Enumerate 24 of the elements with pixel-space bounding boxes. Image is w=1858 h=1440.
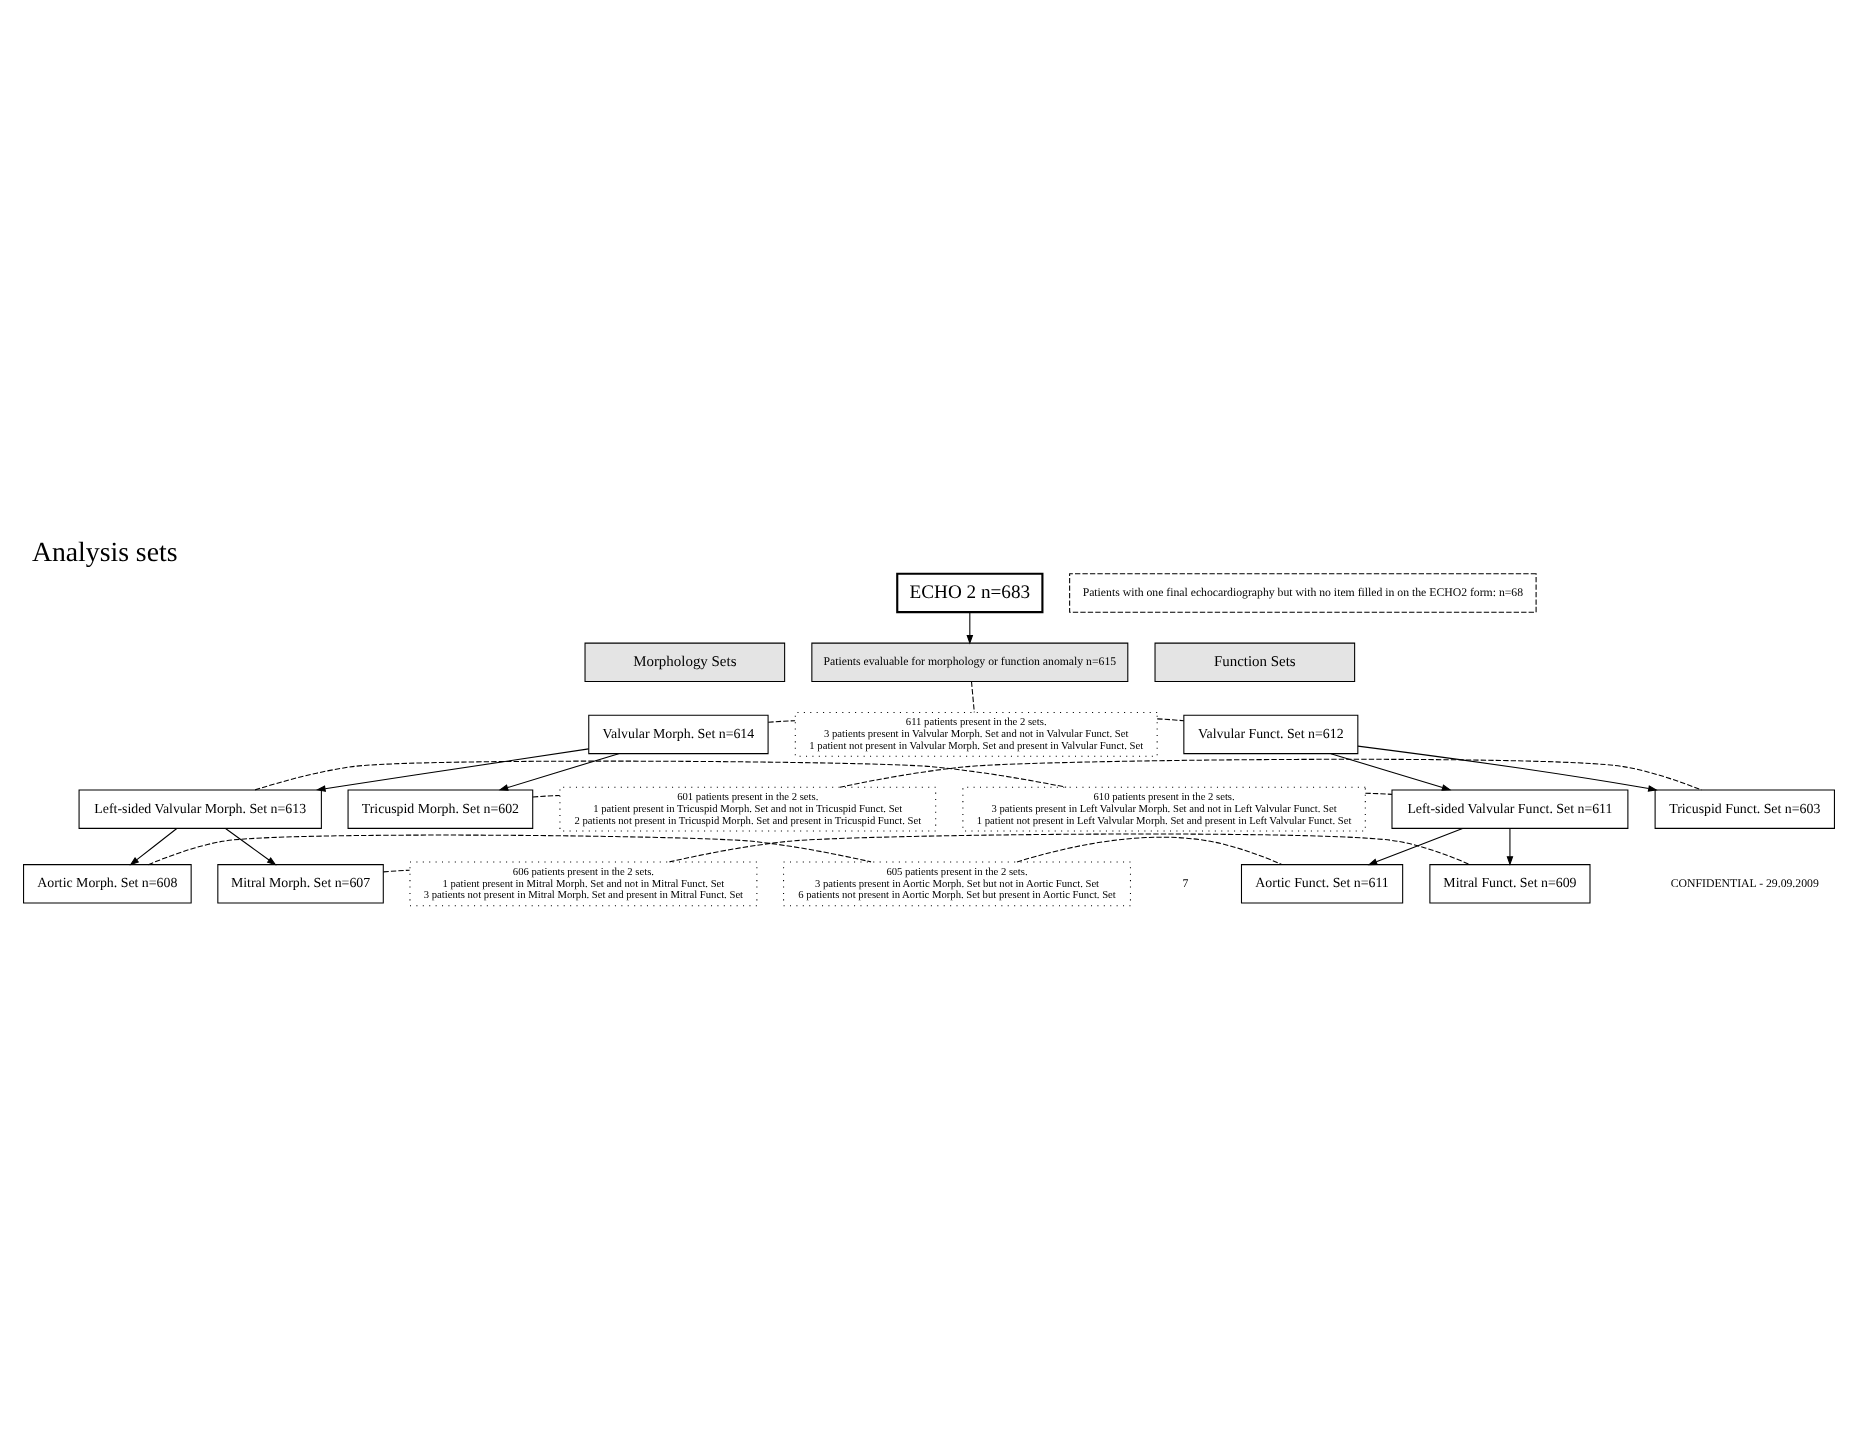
node-box: ECHO 2 n=683 <box>896 572 1044 614</box>
connector <box>767 720 796 723</box>
connector <box>1016 836 1283 865</box>
arrow <box>225 827 277 866</box>
arrow <box>498 753 620 791</box>
diagram-title: Analysis sets <box>31 538 178 569</box>
arrow <box>1367 827 1464 866</box>
connector <box>668 833 1471 865</box>
connector <box>532 794 561 798</box>
connector <box>1364 792 1393 795</box>
arrow <box>315 748 590 792</box>
arrow <box>1357 745 1658 792</box>
connector <box>147 834 872 866</box>
connector <box>1156 718 1185 722</box>
arrow <box>1506 827 1514 866</box>
connector <box>382 869 411 873</box>
connector <box>971 681 975 713</box>
node-box: Function Sets <box>1154 642 1356 683</box>
connector <box>254 760 1067 791</box>
node-box: Morphology Sets <box>584 642 786 683</box>
arrow <box>129 827 178 866</box>
connector <box>839 758 1702 791</box>
arrow <box>1330 753 1452 791</box>
arrow <box>966 611 974 645</box>
